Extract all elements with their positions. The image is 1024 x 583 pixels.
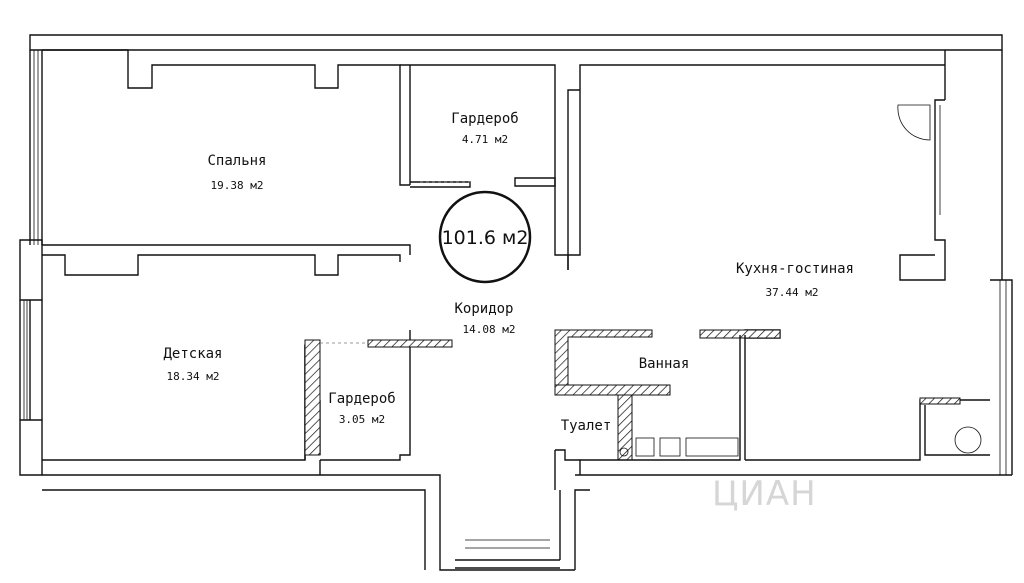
svg-text:37.44 м2: 37.44 м2 [766,286,819,299]
kitchen-walls [567,64,945,339]
svg-text:4.71 м2: 4.71 м2 [462,133,508,146]
svg-text:18.34 м2: 18.34 м2 [167,370,220,383]
svg-text:3.05 м2: 3.05 м2 [339,413,385,426]
svg-text:Ванная: Ванная [639,356,690,372]
svg-text:Гардероб: Гардероб [451,111,518,127]
room-label-wardrobe-top: Гардероб 4.71 м2 [451,111,518,146]
room-label-kitchen-living: Кухня-гостиная 37.44 м2 [736,261,854,299]
svg-text:Спальня: Спальня [207,153,266,169]
svg-text:19.38 м2: 19.38 м2 [211,179,264,192]
total-area-badge: 101.6 м2 [438,190,532,284]
svg-text:Кухня-гостиная: Кухня-гостиная [736,261,854,277]
room-label-kids-room: Детская 18.34 м2 [163,346,222,383]
room-label-toilet: Туалет [561,418,612,434]
svg-text:Коридор: Коридор [454,301,513,317]
kitchen-corner [745,397,990,461]
room-label-bathroom: Ванная [639,356,690,372]
bathroom-walls [554,329,746,490]
svg-text:Гардероб: Гардероб [328,391,395,407]
bedroom-walls [42,49,471,276]
room-label-bedroom: Спальня 19.38 м2 [207,153,266,192]
total-area-text: 101.6 м2 [442,227,529,249]
svg-text:14.08 м2: 14.08 м2 [463,323,516,336]
outer-walls [19,34,1013,571]
svg-text:Детская: Детская [163,346,222,362]
room-label-corridor: Коридор 14.08 м2 [454,301,515,336]
room-label-wardrobe-bottom: Гардероб 3.05 м2 [328,391,395,426]
wardrobe-bottom-walls [319,330,453,475]
svg-text:Туалет: Туалет [561,418,612,434]
kids-room-walls [41,300,321,461]
watermark-text: ЦИАН [712,474,817,514]
